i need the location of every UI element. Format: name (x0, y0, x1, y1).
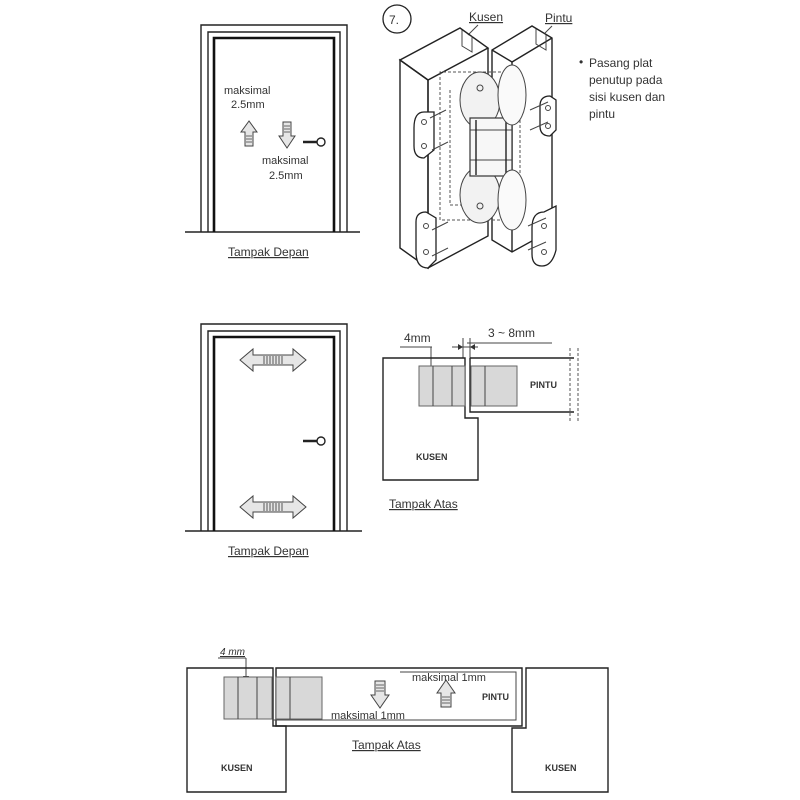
dim-4mm-label: 4 mm (220, 647, 245, 658)
down-limit-label-2: 2.5mm (269, 170, 303, 182)
door-section (469, 357, 574, 413)
note-line-3: sisi kusen dan (589, 90, 665, 104)
note-line-4: pintu (589, 107, 615, 121)
door-section-label: PINTU (530, 380, 557, 390)
hinge-isometric-panel: 7. Kusen Pintu (382, 4, 665, 270)
top-view-depth-panel: 4 mm maksimal 1mm maksimal (186, 647, 609, 793)
caption-top-view-2: Tampak Atas (352, 738, 421, 752)
door-frame-outer (200, 24, 348, 232)
front-view-horizontal-panel: Tampak Depan (185, 323, 362, 558)
cover-plate-frame-top (413, 111, 435, 159)
cover-plate-door-bottom (531, 204, 557, 267)
step-number-circle (382, 4, 412, 34)
arrow-down-icon (370, 680, 390, 709)
door-handle-icon (303, 436, 326, 446)
arrow-up-icon (436, 679, 456, 708)
screw-icon (429, 101, 549, 257)
arrow-left-right-icon (239, 347, 307, 373)
step-number: 7. (389, 13, 399, 27)
door-section-label: PINTU (482, 692, 509, 702)
up-limit-label-2: 2.5mm (231, 99, 265, 111)
top-view-gap-panel: 4mm 3 ~ 8mm PINTU KUSEN Tampak Atas (382, 326, 579, 511)
arrow-down-icon (278, 121, 296, 149)
door-frame-inner (207, 330, 341, 531)
door-frame-outer (200, 323, 348, 531)
frame-section-label: KUSEN (416, 452, 448, 462)
note-line-1: Pasang plat (589, 56, 653, 70)
door-handle-icon (303, 137, 326, 147)
arrow-up-icon (240, 120, 258, 147)
door-leaf (212, 335, 336, 531)
front-view-vertical-panel: maksimal 2.5mm maksimal 2.5mm Tampak Dep… (185, 24, 360, 259)
caption-front-view-1: Tampak Depan (228, 245, 309, 259)
up-limit-label: maksimal 1mm (412, 672, 486, 684)
frame-label: Kusen (469, 10, 503, 24)
hinge-icon (439, 64, 527, 231)
frame-right-label: KUSEN (545, 763, 577, 773)
caption-front-view-2: Tampak Depan (228, 544, 309, 558)
frame-right-section (511, 667, 609, 793)
caption-top-view-1: Tampak Atas (389, 497, 458, 511)
door-leaf (212, 36, 336, 232)
door-frame-inner (207, 31, 341, 232)
arrow-left-right-icon (239, 494, 307, 520)
down-limit-label: maksimal 1mm (331, 710, 405, 722)
door-label: Pintu (545, 11, 572, 25)
cover-plate-door-top (539, 95, 557, 137)
cover-plate-frame-bottom (415, 211, 437, 269)
frame-left-label: KUSEN (221, 763, 253, 773)
note-line-2: penutup pada (589, 73, 663, 87)
dim-4mm-label: 4mm (404, 331, 431, 345)
dim-gap-label: 3 ~ 8mm (488, 326, 535, 340)
down-limit-label-1: maksimal (262, 155, 308, 167)
frame-section (382, 357, 479, 481)
up-limit-label-1: maksimal (224, 85, 270, 97)
note-bullet: • (579, 55, 583, 69)
